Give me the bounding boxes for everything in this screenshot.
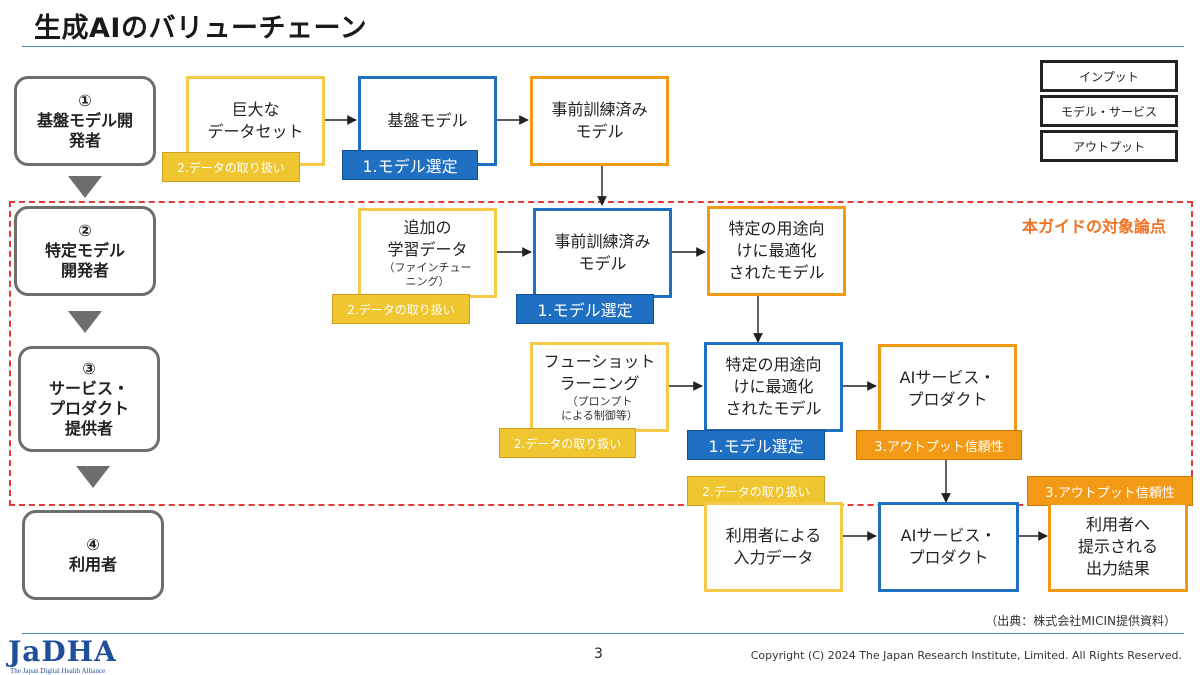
node-ai-service-product-2: AIサービス・ プロダクト <box>878 502 1019 592</box>
tag-output-reliability: 3.アウトプット信頼性 <box>1027 476 1193 506</box>
node-ai-service-product: AIサービス・ プロダクト <box>878 344 1017 434</box>
down-arrow-icon <box>76 466 110 488</box>
node-pretrained-model-2: 事前訓練済み モデル <box>533 208 672 298</box>
legend-model-service: モデル・サービス <box>1040 95 1178 127</box>
footer-rule <box>22 633 1184 634</box>
tag-data-handling: 2.データの取り扱い <box>332 294 470 324</box>
title-rule <box>22 46 1184 47</box>
down-arrow-icon <box>68 311 102 333</box>
page-title: 生成AIのバリューチェーン <box>34 13 368 44</box>
legend-output: アウトプット <box>1040 130 1178 162</box>
tag-model-selection: 1.モデル選定 <box>516 294 654 324</box>
role-specific-model-developer: ② 特定モデル 開発者 <box>14 206 156 296</box>
node-pretrained-model: 事前訓練済み モデル <box>530 76 669 166</box>
tag-model-selection: 1.モデル選定 <box>687 430 825 460</box>
tag-model-selection: 1.モデル選定 <box>342 150 478 180</box>
tag-data-handling: 2.データの取り扱い <box>162 152 300 182</box>
jadha-logo: JaDHA <box>8 635 117 668</box>
node-large-dataset: 巨大な データセット <box>186 76 325 166</box>
node-output-result: 利用者へ 提示される 出力結果 <box>1048 502 1188 592</box>
down-arrow-icon <box>68 176 102 198</box>
scope-label: 本ガイドの対象論点 <box>1021 217 1166 236</box>
legend-input: インプット <box>1040 60 1178 92</box>
tag-output-reliability: 3.アウトプット信頼性 <box>856 430 1022 460</box>
node-additional-training-data: 追加の 学習データ （ファインチュー ニング） <box>358 208 497 298</box>
role-user: ④ 利用者 <box>22 510 164 600</box>
jadha-logo-subtitle: The Japan Digital Health Alliance <box>10 667 106 675</box>
copyright: Copyright (C) 2024 The Japan Research In… <box>750 649 1182 662</box>
node-optimized-model-2: 特定の用途向 けに最適化 されたモデル <box>704 342 843 432</box>
tag-data-handling: 2.データの取り扱い <box>499 428 636 458</box>
role-service-provider: ③ サービス・ プロダクト 提供者 <box>18 346 160 452</box>
node-optimized-model: 特定の用途向 けに最適化 されたモデル <box>707 206 846 296</box>
role-foundation-developer: ① 基盤モデル開 発者 <box>14 76 156 166</box>
node-few-shot-learning: フューショット ラーニング （プロンプト による制御等） <box>530 342 669 432</box>
tag-data-handling: 2.データの取り扱い <box>687 476 825 506</box>
page-number: 3 <box>594 646 603 662</box>
source-note: （出典：株式会社MICIN提供資料） <box>985 614 1176 628</box>
node-user-input-data: 利用者による 入力データ <box>704 502 843 592</box>
